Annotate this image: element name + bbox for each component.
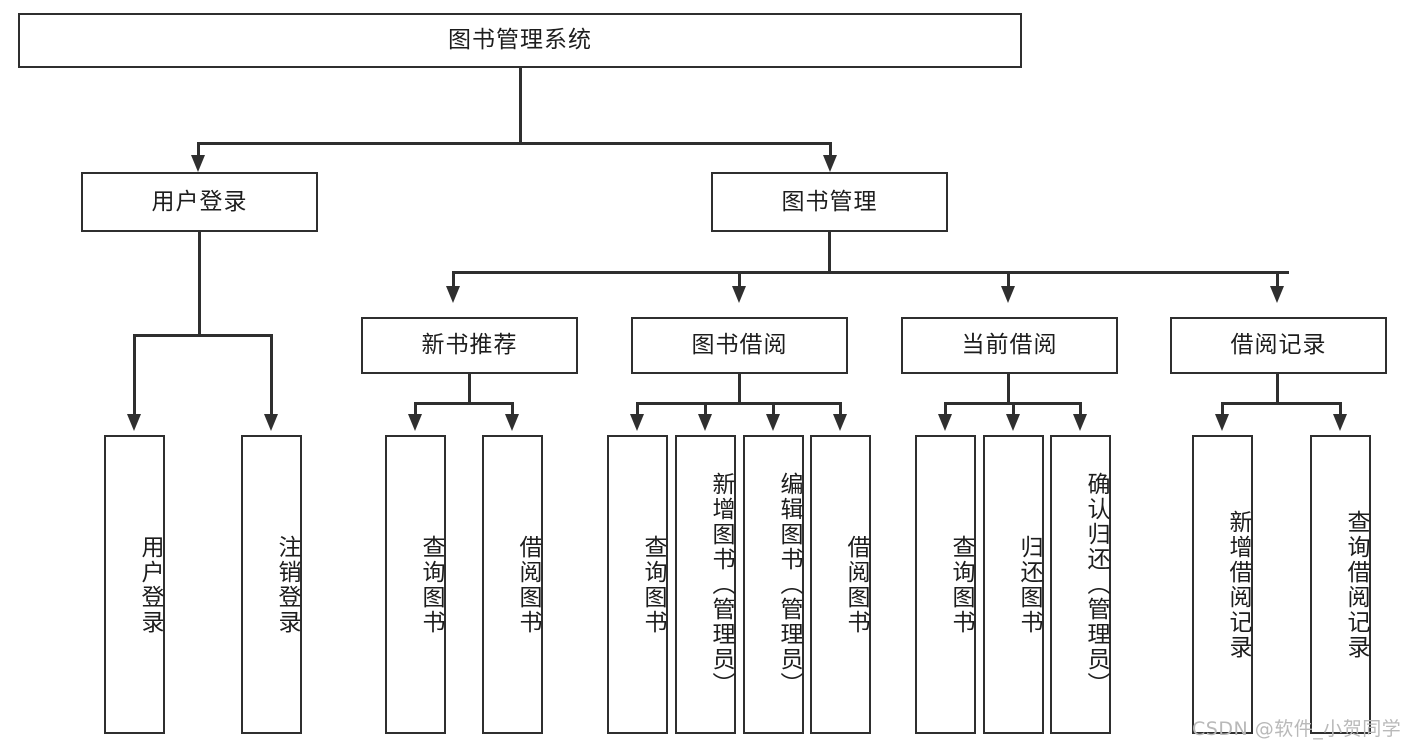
node-leaf-add-borrow-record[interactable]: 新增借阅记录 <box>1192 435 1253 734</box>
node-borrow-record[interactable]: 借阅记录 <box>1170 317 1387 374</box>
node-label: 查询借阅记录 <box>1343 509 1369 660</box>
node-root-book-management-system[interactable]: 图书管理系统 <box>18 13 1022 68</box>
node-leaf-query-book-current[interactable]: 查询图书 <box>915 435 976 734</box>
node-new-book-recommend[interactable]: 新书推荐 <box>361 317 578 374</box>
arrow-user-login-leaf-2 <box>264 414 278 431</box>
arrow-current-borrow-leaf-2 <box>1006 414 1020 431</box>
node-leaf-confirm-return-admin[interactable]: 确认归还（管理员） <box>1050 435 1111 734</box>
edge-book-borrow-drop-1 <box>636 402 639 416</box>
node-label: 确认归还（管理员） <box>1083 472 1109 697</box>
edge-level3-drop-4 <box>1276 271 1279 288</box>
node-label: 新增图书（管理员） <box>708 472 734 697</box>
edge-borrow-record-stem <box>1276 374 1279 403</box>
edge-root-bus <box>197 142 832 145</box>
node-current-borrow[interactable]: 当前借阅 <box>901 317 1118 374</box>
edge-level3-drop-2 <box>738 271 741 288</box>
arrow-current-borrow-leaf-1 <box>938 414 952 431</box>
edge-current-borrow-stem <box>1007 374 1010 403</box>
node-label: 借阅图书 <box>515 534 541 635</box>
node-label: 查询图书 <box>948 534 974 635</box>
node-label: 用户登录 <box>151 188 248 215</box>
edge-level3-drop-3 <box>1007 271 1010 288</box>
node-leaf-logout[interactable]: 注销登录 <box>241 435 302 734</box>
node-label: 图书管理系统 <box>448 27 592 54</box>
edge-current-borrow-drop-1 <box>944 402 947 416</box>
node-label: 借阅记录 <box>1230 332 1327 359</box>
node-label: 新书推荐 <box>421 332 518 359</box>
csdn-watermark: CSDN @软件_小贺同学 <box>1192 718 1402 740</box>
edge-root-stem <box>519 68 522 143</box>
node-leaf-query-borrow-record[interactable]: 查询借阅记录 <box>1310 435 1371 734</box>
edge-user-login-drop-2 <box>270 334 273 416</box>
arrow-book-borrow-leaf-4 <box>833 414 847 431</box>
arrow-user-login-leaf-1 <box>127 414 141 431</box>
arrow-borrow-record-leaf-2 <box>1333 414 1347 431</box>
arrow-level3-new-book-recommend <box>446 286 460 303</box>
node-leaf-borrow-book[interactable]: 借阅图书 <box>810 435 871 734</box>
node-label: 注销登录 <box>274 534 300 635</box>
edge-book-borrow-drop-2 <box>704 402 707 416</box>
edge-book-borrow-bus <box>636 402 841 405</box>
node-user-login[interactable]: 用户登录 <box>81 172 318 232</box>
arrow-root-to-user-login <box>191 155 205 172</box>
node-book-borrow[interactable]: 图书借阅 <box>631 317 848 374</box>
edge-book-borrow-drop-4 <box>839 402 842 416</box>
arrow-new-book-recommend-leaf-2 <box>505 414 519 431</box>
node-label: 借阅图书 <box>843 534 869 635</box>
node-leaf-query-book-borrow[interactable]: 查询图书 <box>607 435 668 734</box>
edge-borrow-record-drop-1 <box>1221 402 1224 416</box>
edge-root-to-user-login <box>197 142 200 158</box>
arrow-book-borrow-leaf-1 <box>630 414 644 431</box>
edge-new-book-recommend-stem <box>468 374 471 403</box>
node-leaf-borrow-book-recommend[interactable]: 借阅图书 <box>482 435 543 734</box>
node-label: 查询图书 <box>418 534 444 635</box>
node-leaf-add-book-admin[interactable]: 新增图书（管理员） <box>675 435 736 734</box>
edge-new-book-recommend-drop-1 <box>414 402 417 416</box>
edge-root-to-book-management <box>829 142 832 158</box>
arrow-current-borrow-leaf-3 <box>1073 414 1087 431</box>
node-label: 图书借阅 <box>691 332 788 359</box>
node-book-management[interactable]: 图书管理 <box>711 172 948 232</box>
arrow-level3-borrow-record <box>1270 286 1284 303</box>
arrow-level3-book-borrow <box>732 286 746 303</box>
arrow-new-book-recommend-leaf-1 <box>408 414 422 431</box>
node-label: 用户登录 <box>137 534 163 635</box>
edge-book-management-stem <box>828 232 831 273</box>
edge-level3-drop-1 <box>452 271 455 288</box>
node-leaf-return-book[interactable]: 归还图书 <box>983 435 1044 734</box>
arrow-root-to-book-management <box>823 155 837 172</box>
node-label: 查询图书 <box>640 534 666 635</box>
edge-book-borrow-stem <box>738 374 741 403</box>
node-leaf-user-login[interactable]: 用户登录 <box>104 435 165 734</box>
node-leaf-query-book-recommend[interactable]: 查询图书 <box>385 435 446 734</box>
node-label: 编辑图书（管理员） <box>776 472 802 697</box>
node-leaf-edit-book-admin[interactable]: 编辑图书（管理员） <box>743 435 804 734</box>
edge-user-login-bus <box>133 334 272 337</box>
arrow-level3-current-borrow <box>1001 286 1015 303</box>
edge-user-login-drop-1 <box>133 334 136 416</box>
node-label: 当前借阅 <box>961 332 1058 359</box>
edge-current-borrow-drop-2 <box>1012 402 1015 416</box>
edge-borrow-record-drop-2 <box>1339 402 1342 416</box>
node-label: 归还图书 <box>1016 534 1042 635</box>
edge-new-book-recommend-drop-2 <box>511 402 514 416</box>
edge-new-book-recommend-bus <box>414 402 513 405</box>
edge-user-login-stem <box>198 232 201 335</box>
arrow-book-borrow-leaf-2 <box>698 414 712 431</box>
arrow-book-borrow-leaf-3 <box>766 414 780 431</box>
node-label: 新增借阅记录 <box>1225 509 1251 660</box>
edge-level3-bus <box>452 271 1289 274</box>
edge-current-borrow-drop-3 <box>1079 402 1082 416</box>
node-label: 图书管理 <box>781 188 878 215</box>
edge-borrow-record-bus <box>1221 402 1341 405</box>
arrow-borrow-record-leaf-1 <box>1215 414 1229 431</box>
edge-book-borrow-drop-3 <box>772 402 775 416</box>
